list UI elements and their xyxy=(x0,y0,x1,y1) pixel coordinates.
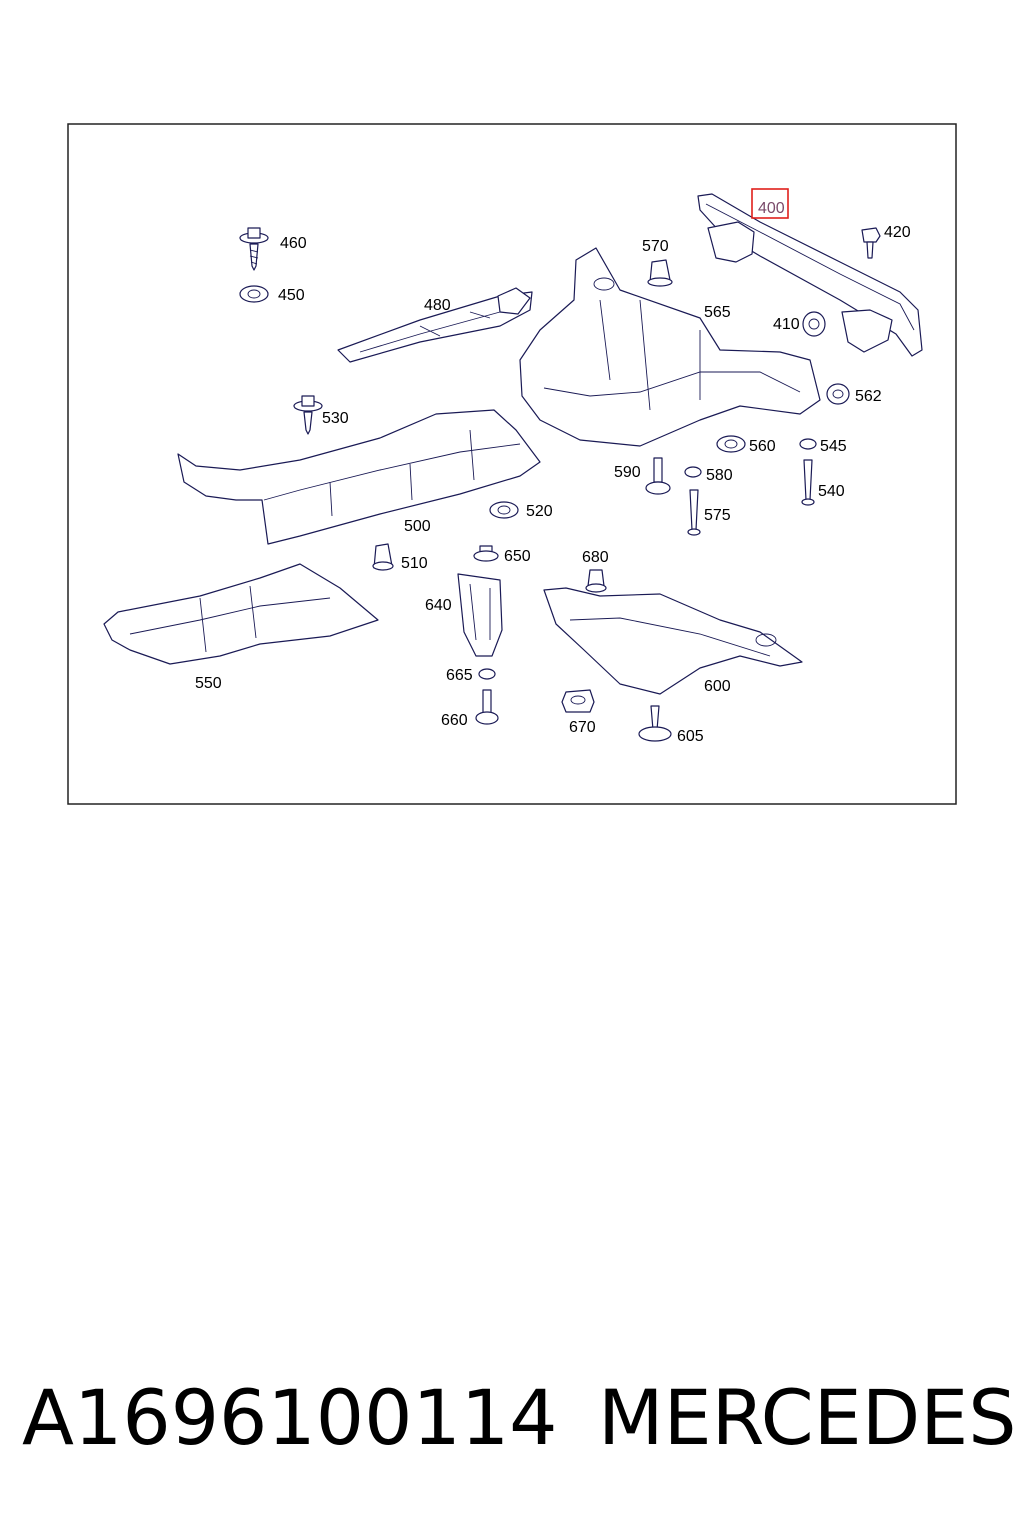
part-510-spacer[interactable] xyxy=(372,543,394,571)
callout-420[interactable]: 420 xyxy=(884,224,911,241)
callout-565[interactable]: 565 xyxy=(704,304,731,321)
callout-510[interactable]: 510 xyxy=(401,555,428,572)
part-540-screw[interactable] xyxy=(801,459,815,506)
part-560-clip[interactable] xyxy=(716,435,746,453)
part-580-washer[interactable] xyxy=(684,466,702,478)
callout-520[interactable]: 520 xyxy=(526,503,553,520)
part-545-washer[interactable] xyxy=(799,438,817,450)
callout-500[interactable]: 500 xyxy=(404,518,431,535)
brand-name: MERCEDES xyxy=(598,1373,1017,1462)
callout-640[interactable]: 640 xyxy=(425,597,452,614)
part-660-bolt[interactable] xyxy=(475,689,499,725)
callout-410[interactable]: 410 xyxy=(773,316,800,333)
part-500-undertray[interactable] xyxy=(177,409,541,545)
callout-605[interactable]: 605 xyxy=(677,728,704,745)
callout-600[interactable]: 600 xyxy=(704,678,731,695)
part-605-screw[interactable] xyxy=(638,705,672,742)
part-570-spacer[interactable] xyxy=(647,259,673,287)
part-480-bracket[interactable] xyxy=(337,287,533,363)
callout-580[interactable]: 580 xyxy=(706,467,733,484)
callout-650[interactable]: 650 xyxy=(504,548,531,565)
callout-575[interactable]: 575 xyxy=(704,507,731,524)
callout-540[interactable]: 540 xyxy=(818,483,845,500)
part-640-bracket[interactable] xyxy=(457,573,503,657)
part-680-spacer[interactable] xyxy=(585,569,607,593)
part-670-grommet[interactable] xyxy=(561,689,595,713)
part-450-clip[interactable] xyxy=(239,285,269,303)
callout-530[interactable]: 530 xyxy=(322,410,349,427)
callout-570[interactable]: 570 xyxy=(642,238,669,255)
callout-562[interactable]: 562 xyxy=(855,388,882,405)
callout-400[interactable]: 400 xyxy=(758,200,785,217)
part-562-nut[interactable] xyxy=(826,383,850,405)
callout-560[interactable]: 560 xyxy=(749,438,776,455)
part-665-washer[interactable] xyxy=(478,668,496,680)
part-number: A1696100114 xyxy=(22,1373,558,1462)
callout-590[interactable]: 590 xyxy=(614,464,641,481)
callout-670[interactable]: 670 xyxy=(569,719,596,736)
part-400-cross-member[interactable] xyxy=(697,193,923,357)
callout-665[interactable]: 665 xyxy=(446,667,473,684)
part-420-bolt[interactable] xyxy=(861,227,881,259)
part-650-nut[interactable] xyxy=(473,545,499,562)
callout-480[interactable]: 480 xyxy=(424,297,451,314)
callout-545[interactable]: 545 xyxy=(820,438,847,455)
part-550-front-undertray[interactable] xyxy=(103,563,379,665)
part-600-side-panel[interactable] xyxy=(543,587,803,695)
callout-660[interactable]: 660 xyxy=(441,712,468,729)
callout-680[interactable]: 680 xyxy=(582,549,609,566)
highlight-box-400 xyxy=(751,188,789,219)
part-565-underbody-panel[interactable] xyxy=(519,247,821,447)
part-460-screw[interactable] xyxy=(239,227,269,271)
callout-550[interactable]: 550 xyxy=(195,675,222,692)
callout-460[interactable]: 460 xyxy=(280,235,307,252)
diagram-frame xyxy=(67,123,957,805)
part-530-screw[interactable] xyxy=(293,395,323,435)
part-575-screw[interactable] xyxy=(687,489,701,536)
callout-450[interactable]: 450 xyxy=(278,287,305,304)
part-520-clip[interactable] xyxy=(489,501,519,519)
part-410-nut[interactable] xyxy=(802,311,826,337)
part-590-bolt[interactable] xyxy=(645,457,671,495)
